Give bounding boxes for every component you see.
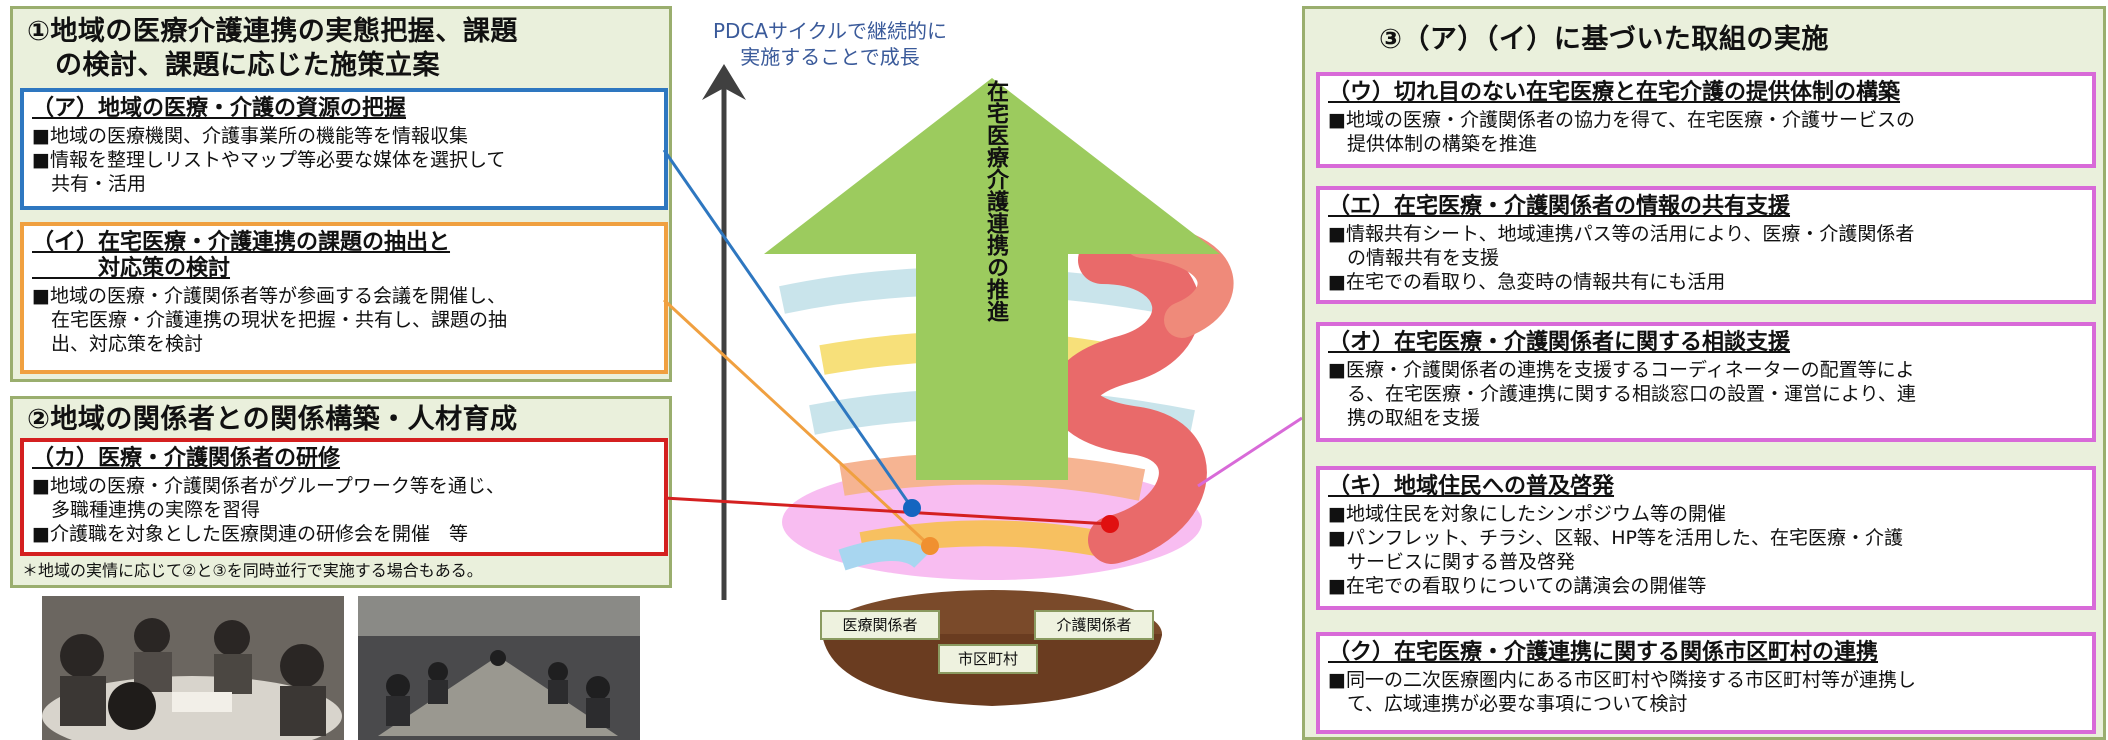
- pdca-caption: PDCAサイクルで継続的に 実施することで成長: [712, 19, 948, 69]
- box-ku-cooperation: （ク）在宅医療・介護連携に関する関係市区町村の連携 ■同一の二次医療圏内にある市…: [1316, 632, 2096, 734]
- box-u-line: ■地域の医療・介護関係者の協力を得て、在宅医療・介護サービスの: [1328, 109, 1916, 131]
- box-a-title: （ア）地域の医療・介護の資源の把握: [32, 96, 407, 121]
- red-spiral: [1050, 236, 1207, 564]
- box-ka-training: （カ）医療・介護関係者の研修 ■地域の医療・介護関係者がグループワーク等を通じ、…: [20, 438, 668, 556]
- footnote: ＊地域の実情に応じて②と③を同時並行で実施する場合もある。: [22, 561, 483, 580]
- box-i-line: 出、対応策を検討: [32, 333, 204, 355]
- box-ku-title: （ク）在宅医療・介護連携に関する関係市区町村の連携: [1328, 640, 1879, 665]
- photo-group-work-graphic: [42, 596, 344, 740]
- box-ka-line: ■介護職を対象とした医療関連の研修会を開催 等: [32, 523, 468, 545]
- box-a-line: ■情報を整理しリストやマップ等必要な媒体を選択して: [32, 149, 506, 171]
- box-ka-title: （カ）医療・介護関係者の研修: [32, 446, 341, 471]
- label-medical: 医療関係者: [820, 610, 940, 640]
- box-ka-line: ■地域の医療・介護関係者がグループワーク等を通じ、: [32, 475, 505, 497]
- box-o-consult: （オ）在宅医療・介護関係者に関する相談支援 ■医療・介護関係者の連携を支援するコ…: [1316, 322, 2096, 442]
- dot-ka: [1101, 515, 1119, 533]
- box-ki-line: サービスに関する普及啓発: [1328, 551, 1576, 573]
- box-i-title: （イ）在宅医療・介護連携の課題の抽出と 対応策の検討: [32, 230, 451, 281]
- box-ku-line: て、広域連携が必要な事項について検討: [1328, 693, 1688, 715]
- connector-ka: [663, 496, 1111, 526]
- box-o-line: る、在宅医療・介護連携に関する相談窓口の設置・運営により、連: [1328, 383, 1916, 405]
- connector-i: [662, 298, 932, 548]
- box-o-line: 携の取組を支援: [1328, 407, 1481, 429]
- connector-right: [1197, 416, 1303, 488]
- arrow-vertical-text: 在宅医療介護連携の推進: [983, 80, 1008, 322]
- photo-group-work: [42, 596, 344, 740]
- photo-meeting-graphic: [358, 596, 640, 740]
- green-arrow: [764, 78, 1220, 480]
- connector-a: [662, 149, 914, 509]
- section-1-title: ①地域の医療介護連携の実態把握、課題 の検討、課題に応じた施策立案: [27, 16, 518, 81]
- box-i-issues: （イ）在宅医療・介護連携の課題の抽出と 対応策の検討 ■地域の医療・介護関係者等…: [20, 222, 668, 374]
- box-e-line: ■情報共有シート、地域連携パス等の活用により、医療・介護関係者: [1328, 223, 1915, 245]
- box-u-line: 提供体制の構築を推進: [1328, 133, 1538, 155]
- label-care: 介護関係者: [1034, 610, 1154, 640]
- box-o-line: ■医療・介護関係者の連携を支援するコーディネーターの配置等によ: [1328, 359, 1915, 381]
- box-ki-line: ■パンフレット、チラシ、区報、HP等を活用した、在宅医療・介護: [1328, 527, 1903, 549]
- box-ku-line: ■同一の二次医療圏内にある市区町村や隣接する市区町村等が連携し: [1328, 669, 1916, 691]
- box-ki-line: ■地域住民を対象にしたシンポジウム等の開催: [1328, 503, 1726, 525]
- section-3-title: ③（ア）（イ）に基づいた取組の実施: [1379, 24, 1829, 55]
- box-u-system: （ウ）切れ目のない在宅医療と在宅介護の提供体制の構築 ■地域の医療・介護関係者の…: [1316, 72, 2096, 168]
- section-2-title: ②地域の関係者との関係構築・人材育成: [27, 404, 518, 435]
- dot-i: [921, 537, 939, 555]
- dot-a: [903, 499, 921, 517]
- box-i-line: 在宅医療・介護連携の現状を把握・共有し、課題の抽: [32, 309, 508, 331]
- box-e-info: （エ）在宅医療・介護関係者の情報の共有支援 ■情報共有シート、地域連携パス等の活…: [1316, 186, 2096, 304]
- box-a-line: ■地域の医療機関、介護事業所の機能等を情報収集: [32, 125, 468, 147]
- box-e-line: ■在宅での看取り、急変時の情報共有にも活用: [1328, 271, 1726, 293]
- box-a-resources: （ア）地域の医療・介護の資源の把握 ■地域の医療機関、介護事業所の機能等を情報収…: [20, 88, 668, 210]
- label-city: 市区町村: [938, 644, 1038, 674]
- box-ki-line: ■在宅での看取りについての講演会の開催等: [1328, 575, 1707, 597]
- box-i-line: ■地域の医療・介護関係者等が参画する会議を開催し、: [32, 285, 506, 307]
- box-ki-title: （キ）地域住民への普及啓発: [1328, 474, 1615, 499]
- center-diagram: [702, 64, 1234, 706]
- box-a-line: 共有・活用: [32, 173, 147, 195]
- box-e-line: の情報共有を支援: [1328, 247, 1500, 269]
- box-o-title: （オ）在宅医療・介護関係者に関する相談支援: [1328, 330, 1791, 355]
- box-e-title: （エ）在宅医療・介護関係者の情報の共有支援: [1328, 194, 1791, 219]
- box-u-title: （ウ）切れ目のない在宅医療と在宅介護の提供体制の構築: [1328, 80, 1901, 105]
- box-ka-line: 多職種連携の実際を習得: [32, 499, 261, 521]
- spiral-band: [838, 539, 930, 571]
- box-ki-awareness: （キ）地域住民への普及啓発 ■地域住民を対象にしたシンポジウム等の開催 ■パンフ…: [1316, 466, 2096, 610]
- up-arrow-head-icon: [702, 64, 746, 100]
- photo-meeting: [358, 596, 640, 740]
